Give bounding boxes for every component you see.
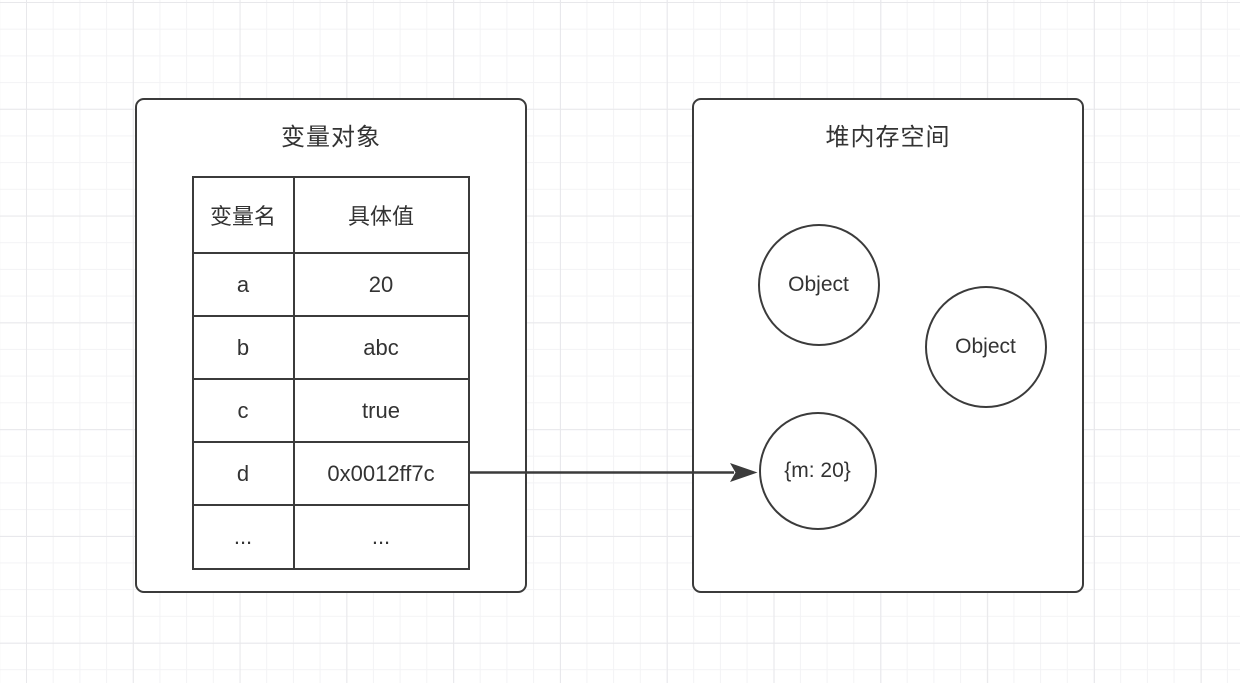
heap-object-circle: Object <box>757 223 880 346</box>
heap-m20-object-label: {m: 20} <box>784 458 851 482</box>
variable-value-cell: 0x0012ff7c <box>292 441 470 507</box>
variable-name-cell: ... <box>191 504 295 570</box>
variable-object-box-title: 变量对象 <box>281 124 381 151</box>
heap-memory-box-title: 堆内存空间 <box>825 124 951 151</box>
variable-name-cell: a <box>191 252 295 318</box>
variable-value-cell: ... <box>292 504 470 570</box>
table-row: c true <box>191 378 470 444</box>
table-header-row: 变量名 具体值 <box>191 175 470 255</box>
heap-object-label: Object <box>955 334 1016 358</box>
table-row: a 20 <box>191 252 470 318</box>
variable-value-cell: abc <box>292 315 470 381</box>
heap-m20-object-circle: {m: 20} <box>758 411 877 530</box>
table-header-value: 具体值 <box>292 175 470 255</box>
heap-memory-box: 堆内存空间 Object Object {m: 20} <box>692 98 1084 593</box>
heap-object-circle: Object <box>924 285 1047 408</box>
variable-name-cell: c <box>191 378 295 444</box>
table-header-variable-name: 变量名 <box>191 175 295 255</box>
table-row: b abc <box>191 315 470 381</box>
table-row: ... ... <box>191 504 470 570</box>
variable-object-box: 变量对象 变量名 具体值 a 20 b abc c true d 0x0012f… <box>135 98 527 593</box>
variables-table: 变量名 具体值 a 20 b abc c true d 0x0012ff7c .… <box>191 175 470 570</box>
variable-value-cell: 20 <box>292 252 470 318</box>
table-row: d 0x0012ff7c <box>191 441 470 507</box>
heap-object-label: Object <box>788 272 849 296</box>
variable-value-cell: true <box>292 378 470 444</box>
variable-name-cell: d <box>191 441 295 507</box>
variable-name-cell: b <box>191 315 295 381</box>
